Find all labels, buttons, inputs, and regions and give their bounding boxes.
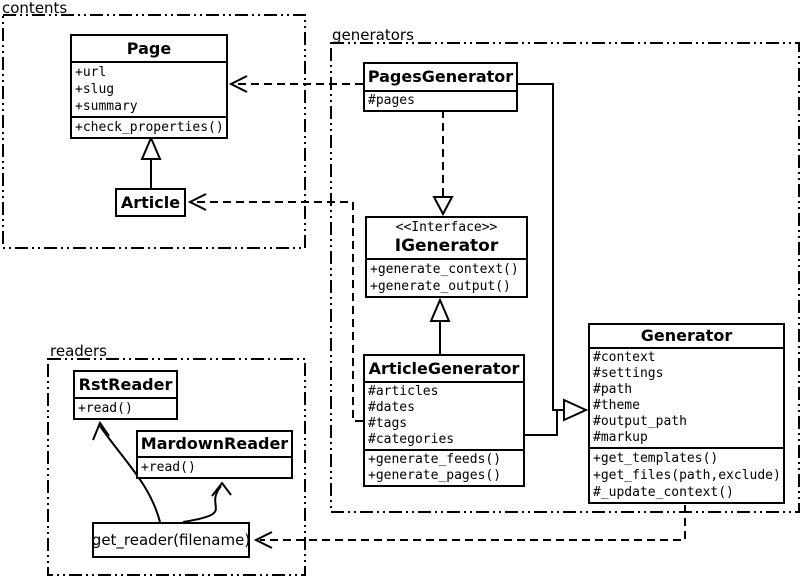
- package-label-generators: generators: [332, 26, 414, 44]
- attribute: +slug: [75, 82, 115, 97]
- package-generators-border: [330, 42, 800, 513]
- dependency-articlegenerator-article: [194, 201, 363, 422]
- generalization-articlegenerator-generator: [525, 409, 564, 436]
- attribute: #markup: [593, 430, 648, 445]
- attribute: #categories: [368, 432, 455, 447]
- open-arrowhead: [92, 420, 110, 441]
- class-mardownreader-methods: +read(): [138, 456, 291, 477]
- open-arrowhead: [253, 531, 273, 549]
- package-readers-border: [47, 358, 306, 576]
- class-page-methods: +check_properties(): [72, 116, 226, 137]
- class-pagesgenerator-title: PagesGenerator: [367, 67, 514, 86]
- method: +check_properties(): [75, 120, 224, 135]
- attribute: #pages: [368, 93, 415, 108]
- class-rstreader-methods: +read(): [75, 397, 176, 418]
- hollow-triangle-up: [140, 135, 162, 160]
- class-igenerator: <<Interface>> IGenerator +generate_conte…: [365, 216, 528, 298]
- attribute: #output_path: [593, 414, 687, 429]
- class-mardownreader-title: MardownReader: [140, 434, 289, 453]
- function-get-reader: get_reader(filename): [92, 522, 250, 558]
- class-generator-methods: +get_templates() +get_files(path,exclude…: [590, 447, 783, 502]
- class-articlegenerator-title: ArticleGenerator: [368, 358, 520, 378]
- package-label-readers: readers: [50, 342, 107, 360]
- dependency-generator-getreader: [260, 505, 686, 541]
- arrow-getreader-rstreader: [99, 425, 161, 523]
- open-arrowhead: [187, 193, 207, 211]
- attribute: #articles: [368, 384, 439, 399]
- class-pagesgenerator-attributes: #pages: [365, 90, 516, 110]
- class-articlegenerator-methods: +generate_feeds() +generate_pages(): [365, 449, 523, 485]
- hollow-triangle-up: [429, 297, 451, 322]
- stereotype: <<Interface>>: [395, 220, 498, 235]
- class-name: IGenerator: [394, 236, 499, 256]
- attribute: #theme: [593, 398, 640, 413]
- class-generator: Generator #context #settings #path #them…: [588, 323, 785, 504]
- attribute: #tags: [368, 416, 408, 431]
- class-rstreader: RstReader +read(): [73, 370, 178, 420]
- method: +generate_output(): [370, 279, 511, 294]
- class-article: Article: [115, 188, 186, 217]
- class-igenerator-methods: +generate_context() +generate_output(): [367, 258, 526, 296]
- class-page: Page +url +slug +summary +check_properti…: [70, 34, 228, 139]
- attribute: #dates: [368, 400, 415, 415]
- class-page-title: Page: [126, 38, 172, 58]
- package-contents-border: [2, 14, 306, 249]
- method: +get_templates(): [593, 451, 719, 466]
- attribute: #context: [593, 350, 656, 365]
- method: +read(): [141, 460, 196, 475]
- open-arrowhead: [228, 75, 248, 93]
- hollow-triangle-down: [432, 196, 454, 217]
- class-generator-attributes: #context #settings #path #theme #output_…: [590, 347, 783, 447]
- method: +generate_pages(): [368, 468, 502, 483]
- method: #_update_context(): [593, 485, 734, 500]
- function-get-reader-label: get_reader(filename): [91, 531, 251, 549]
- class-page-attributes: +url +slug +summary: [72, 61, 226, 116]
- attribute: #path: [593, 382, 633, 397]
- method: +get_files(path,exclude): [593, 468, 781, 483]
- hollow-triangle-right: [563, 398, 589, 422]
- method: +generate_context(): [370, 262, 519, 277]
- class-igenerator-title: <<Interface>> IGenerator: [367, 218, 526, 258]
- class-articlegenerator-attributes: #articles #dates #tags #categories: [365, 381, 523, 449]
- package-label-contents: contents: [2, 0, 68, 17]
- class-generator-title: Generator: [640, 326, 733, 345]
- method: +generate_feeds(): [368, 452, 502, 467]
- method: +read(): [78, 401, 133, 416]
- attribute: +summary: [75, 99, 138, 114]
- class-pagesgenerator: PagesGenerator #pages: [363, 62, 518, 112]
- class-article-title: Article: [120, 193, 181, 212]
- arrow-getreader-mardownreader: [182, 485, 222, 523]
- open-arrowhead: [211, 481, 232, 497]
- class-articlegenerator: ArticleGenerator #articles #dates #tags …: [363, 354, 525, 487]
- attribute: #settings: [593, 366, 664, 381]
- class-mardownreader: MardownReader +read(): [136, 430, 293, 479]
- attribute: +url: [75, 65, 107, 80]
- class-rstreader-title: RstReader: [78, 374, 173, 394]
